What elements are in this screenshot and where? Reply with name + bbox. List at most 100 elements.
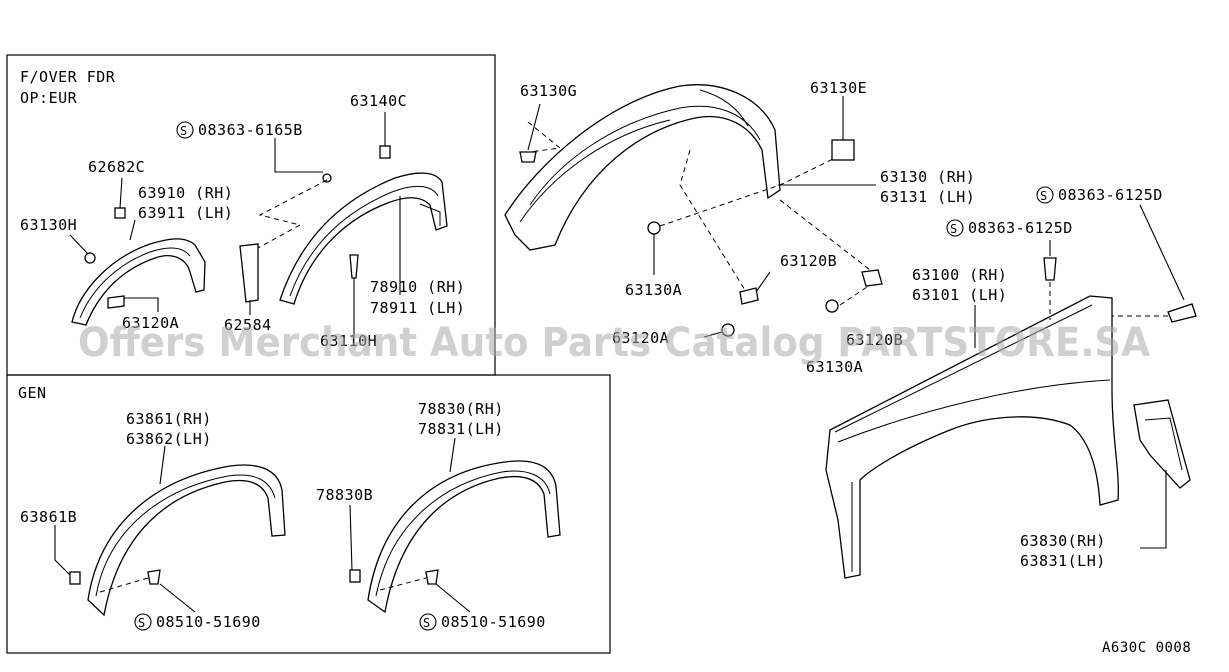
label-62682c: 62682C — [88, 158, 145, 176]
fender-protector-63130-shape[interactable] — [504, 84, 781, 251]
label-78910: 78910 (RH) — [370, 278, 465, 296]
diagram-code: A630C 0008 — [1102, 640, 1191, 656]
overfender-section-subtitle: OP:EUR — [20, 89, 78, 107]
label-63910: 63910 (RH) — [138, 184, 233, 202]
dash-protector-1 — [527, 121, 562, 153]
label-78830b: 78830B — [316, 486, 373, 504]
over-fender-63910-shape[interactable] — [71, 238, 206, 326]
clip-62682c-shape[interactable] — [114, 207, 126, 219]
label-63140c: 63140C — [350, 92, 407, 110]
label-63120b-1: 63120B — [780, 252, 837, 270]
leader-62682c — [119, 177, 123, 209]
leader-63861 — [159, 445, 166, 485]
fender-moulding-63861-shape[interactable] — [87, 464, 286, 617]
screw-63130a-1-shape[interactable] — [647, 221, 661, 235]
leader-63120a-box — [124, 297, 159, 312]
clip-63120b-1-shape[interactable] — [739, 287, 759, 305]
label-78831: 78831(LH) — [418, 420, 504, 438]
svg-text:S: S — [180, 124, 188, 138]
label-63131: 63131 (LH) — [880, 188, 975, 206]
clip-63130g-shape[interactable] — [519, 151, 537, 163]
fender-protector-ridge-2 — [519, 119, 671, 223]
label-63911: 63911 (LH) — [138, 204, 233, 222]
label-63130a-2: 63130A — [806, 358, 863, 376]
label-78830: 78830(RH) — [418, 400, 504, 418]
over-fender-78910-flange — [419, 203, 441, 226]
label-63862: 63862(LH) — [126, 430, 212, 448]
screw-08510-51690-2-shape[interactable] — [425, 569, 439, 585]
clip-63861b-shape[interactable] — [69, 571, 81, 585]
s-symbol-08363-6165b: S — [176, 121, 194, 139]
label-08363-6125d-2: 08363-6125D — [968, 219, 1073, 237]
screw-08363-6125d-2-shape[interactable] — [1043, 257, 1057, 281]
label-63830: 63830(RH) — [1020, 532, 1106, 550]
label-62584: 62584 — [224, 316, 272, 334]
clip-63140c-shape[interactable] — [379, 145, 391, 159]
svg-text:S: S — [1040, 189, 1048, 203]
fender-protector-ridge-3 — [699, 89, 749, 127]
gen-section-frame — [6, 374, 611, 654]
leader-08363-6165b — [274, 138, 323, 173]
label-63130h: 63130H — [20, 216, 77, 234]
bracket-62584-shape[interactable] — [239, 243, 259, 303]
clip-63130e-shape[interactable] — [831, 139, 855, 161]
label-08510-51690-1: 08510-51690 — [156, 613, 261, 631]
over-fender-63910-edge — [79, 247, 191, 319]
over-fender-78910-edge — [289, 185, 439, 297]
fender-moulding-63861-edge — [95, 474, 276, 597]
leader-63130g — [527, 103, 541, 151]
label-63130g: 63130G — [520, 82, 577, 100]
label-63861b: 63861B — [20, 508, 77, 526]
leader-08363-6125d-1 — [1139, 204, 1185, 301]
mudguard-rib — [1144, 417, 1183, 471]
dash-protector-4 — [779, 199, 871, 271]
fender-moulding-78830-edge — [375, 470, 551, 597]
clip-63120a-2-shape[interactable] — [721, 323, 735, 337]
label-78911: 78911 (LH) — [370, 299, 465, 317]
clip-63120b-2-shape[interactable] — [861, 269, 883, 287]
label-08510-51690-2: 08510-51690 — [441, 613, 546, 631]
s-symbol-08510-51690-2: S — [419, 613, 437, 631]
label-63120a-2: 63120A — [612, 329, 669, 347]
dash-box-1 — [257, 179, 328, 249]
label-63110h: 63110H — [320, 332, 377, 350]
front-fender-crease — [837, 379, 1111, 443]
leader-63120b-1 — [755, 271, 771, 293]
svg-text:S: S — [138, 616, 146, 630]
label-63101: 63101 (LH) — [912, 286, 1007, 304]
screw-63130a-2-shape[interactable] — [825, 299, 839, 313]
screw-08363-6125d-1-shape[interactable] — [1167, 303, 1197, 323]
label-63120a-box: 63120A — [122, 314, 179, 332]
front-fender-63100-shape[interactable] — [825, 295, 1119, 579]
leader-78830 — [449, 437, 456, 473]
screw-08510-51690-1-shape[interactable] — [147, 569, 161, 585]
over-fender-78910-shape[interactable] — [279, 172, 448, 305]
front-fender-top-edge — [834, 304, 1093, 433]
label-63130e: 63130E — [810, 79, 867, 97]
svg-text:S: S — [423, 616, 431, 630]
leader-78830b — [349, 504, 353, 571]
label-63120b-2: 63120B — [846, 331, 903, 349]
clip-63130h-shape[interactable] — [84, 252, 96, 264]
watermark-text: Offers Merchant Auto Parts Catalog PARTS… — [78, 320, 1150, 366]
fender-moulding-78830-shape[interactable] — [367, 460, 561, 614]
label-63130a-1: 63130A — [625, 281, 682, 299]
label-08363-6165b: 08363-6165B — [198, 121, 303, 139]
screw-08363-6165b-shape[interactable] — [322, 173, 332, 183]
screw-63110h-shape[interactable] — [349, 254, 359, 279]
dash-protector-3 — [679, 149, 746, 291]
mudguard-63830-shape[interactable] — [1133, 399, 1191, 489]
leader-63120a-2 — [703, 331, 723, 338]
clip-78830b-shape[interactable] — [349, 569, 361, 583]
dash-gen-2 — [379, 577, 427, 591]
leader-63130h — [69, 234, 89, 255]
fender-protector-ridge-1 — [529, 105, 761, 206]
svg-text:S: S — [950, 222, 958, 236]
s-symbol-08510-51690-1: S — [134, 613, 152, 631]
clip-63120a-box-shape[interactable] — [107, 295, 125, 309]
gen-section-title: GEN — [18, 384, 47, 402]
leader-08510-51690-2 — [435, 583, 471, 613]
leader-08510-51690-1 — [159, 583, 196, 613]
label-63100: 63100 (RH) — [912, 266, 1007, 284]
